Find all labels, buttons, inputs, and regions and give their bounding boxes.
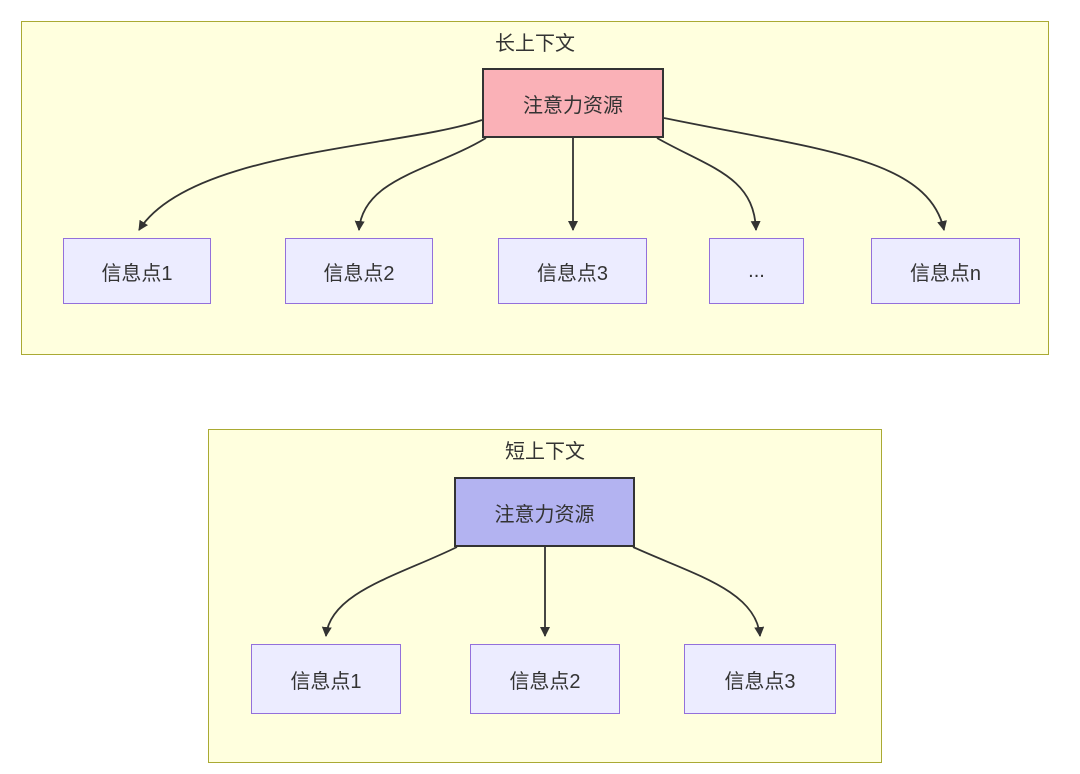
info-node-long-n: 信息点n <box>871 238 1020 304</box>
group-title-short: 短上下文 <box>505 441 585 463</box>
info-node-long-ellipsis: ... <box>709 238 804 304</box>
info-node-short-1: 信息点1 <box>251 644 401 714</box>
info-node-long-3: 信息点3 <box>498 238 647 304</box>
info-node-long-2: 信息点2 <box>285 238 433 304</box>
info-node-short-3: 信息点3 <box>684 644 836 714</box>
info-node-long-1: 信息点1 <box>63 238 211 304</box>
attention-node-long: 注意力资源 <box>482 68 664 138</box>
attention-node-short: 注意力资源 <box>454 477 635 547</box>
info-node-short-2: 信息点2 <box>470 644 620 714</box>
group-title-long: 长上下文 <box>495 33 575 55</box>
